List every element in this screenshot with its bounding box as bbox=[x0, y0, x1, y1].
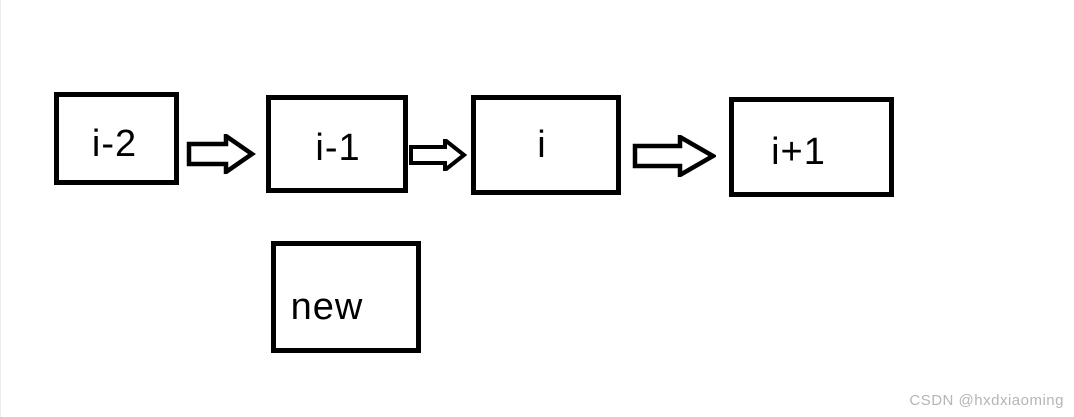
node-label: i bbox=[537, 124, 547, 166]
right-arrow-icon bbox=[632, 135, 716, 177]
node-i: i bbox=[471, 95, 621, 195]
node-label: new bbox=[290, 286, 364, 328]
node-label: i+1 bbox=[771, 131, 826, 173]
csdn-watermark: CSDN @hxdxiaoming bbox=[909, 392, 1064, 409]
node-label: i-2 bbox=[91, 122, 138, 165]
node-new: new bbox=[271, 241, 421, 353]
node-i-plus-1: i+1 bbox=[729, 97, 894, 197]
right-arrow-icon bbox=[408, 139, 468, 171]
node-i-2: i-2 bbox=[54, 92, 179, 185]
node-label: i-1 bbox=[315, 127, 361, 169]
right-arrow-icon bbox=[186, 134, 256, 174]
node-i-1: i-1 bbox=[266, 95, 408, 193]
